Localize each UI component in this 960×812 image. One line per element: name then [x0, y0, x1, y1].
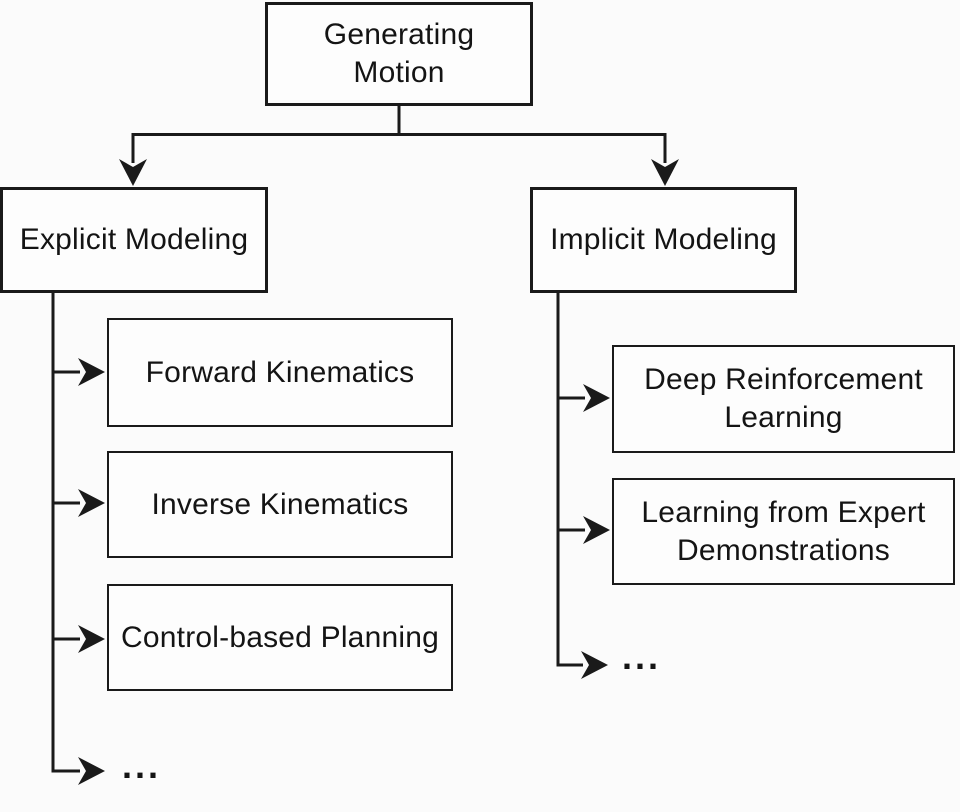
- arrowhead-right-inverse-kinematics-icon: [78, 489, 105, 517]
- connector-implicit-spine: [556, 291, 583, 667]
- connector-explicit-spine: [51, 291, 80, 773]
- arrowhead-right-implicit-more-icon: [581, 651, 608, 679]
- arrowhead-right-lfd-icon: [583, 516, 610, 544]
- node-deep-reinforcement-learning: Deep Reinforcement Learning: [612, 345, 955, 453]
- ellipsis-implicit-more: ...: [622, 636, 662, 677]
- node-forward-kinematics: Forward Kinematics: [107, 318, 453, 427]
- arrowhead-down-explicit-icon: [119, 159, 147, 186]
- arrowhead-right-forward-kinematics-icon: [78, 358, 105, 386]
- node-control-based-planning: Control-based Planning: [107, 584, 453, 691]
- arrowhead-right-control-based-planning-icon: [78, 625, 105, 653]
- arrowhead-right-explicit-more-icon: [78, 757, 105, 785]
- ellipsis-explicit-more: ...: [122, 745, 162, 786]
- arrowhead-down-implicit-icon: [651, 159, 679, 186]
- node-explicit-modeling: Explicit Modeling: [0, 187, 268, 293]
- node-generating-motion: Generating Motion: [265, 2, 533, 106]
- node-inverse-kinematics: Inverse Kinematics: [107, 451, 453, 558]
- node-learning-from-expert-demonstrations: Learning from Expert Demonstrations: [612, 478, 955, 585]
- connector-root-split: [131, 106, 667, 163]
- node-implicit-modeling: Implicit Modeling: [530, 187, 797, 293]
- arrowhead-right-deep-rl-icon: [583, 384, 610, 412]
